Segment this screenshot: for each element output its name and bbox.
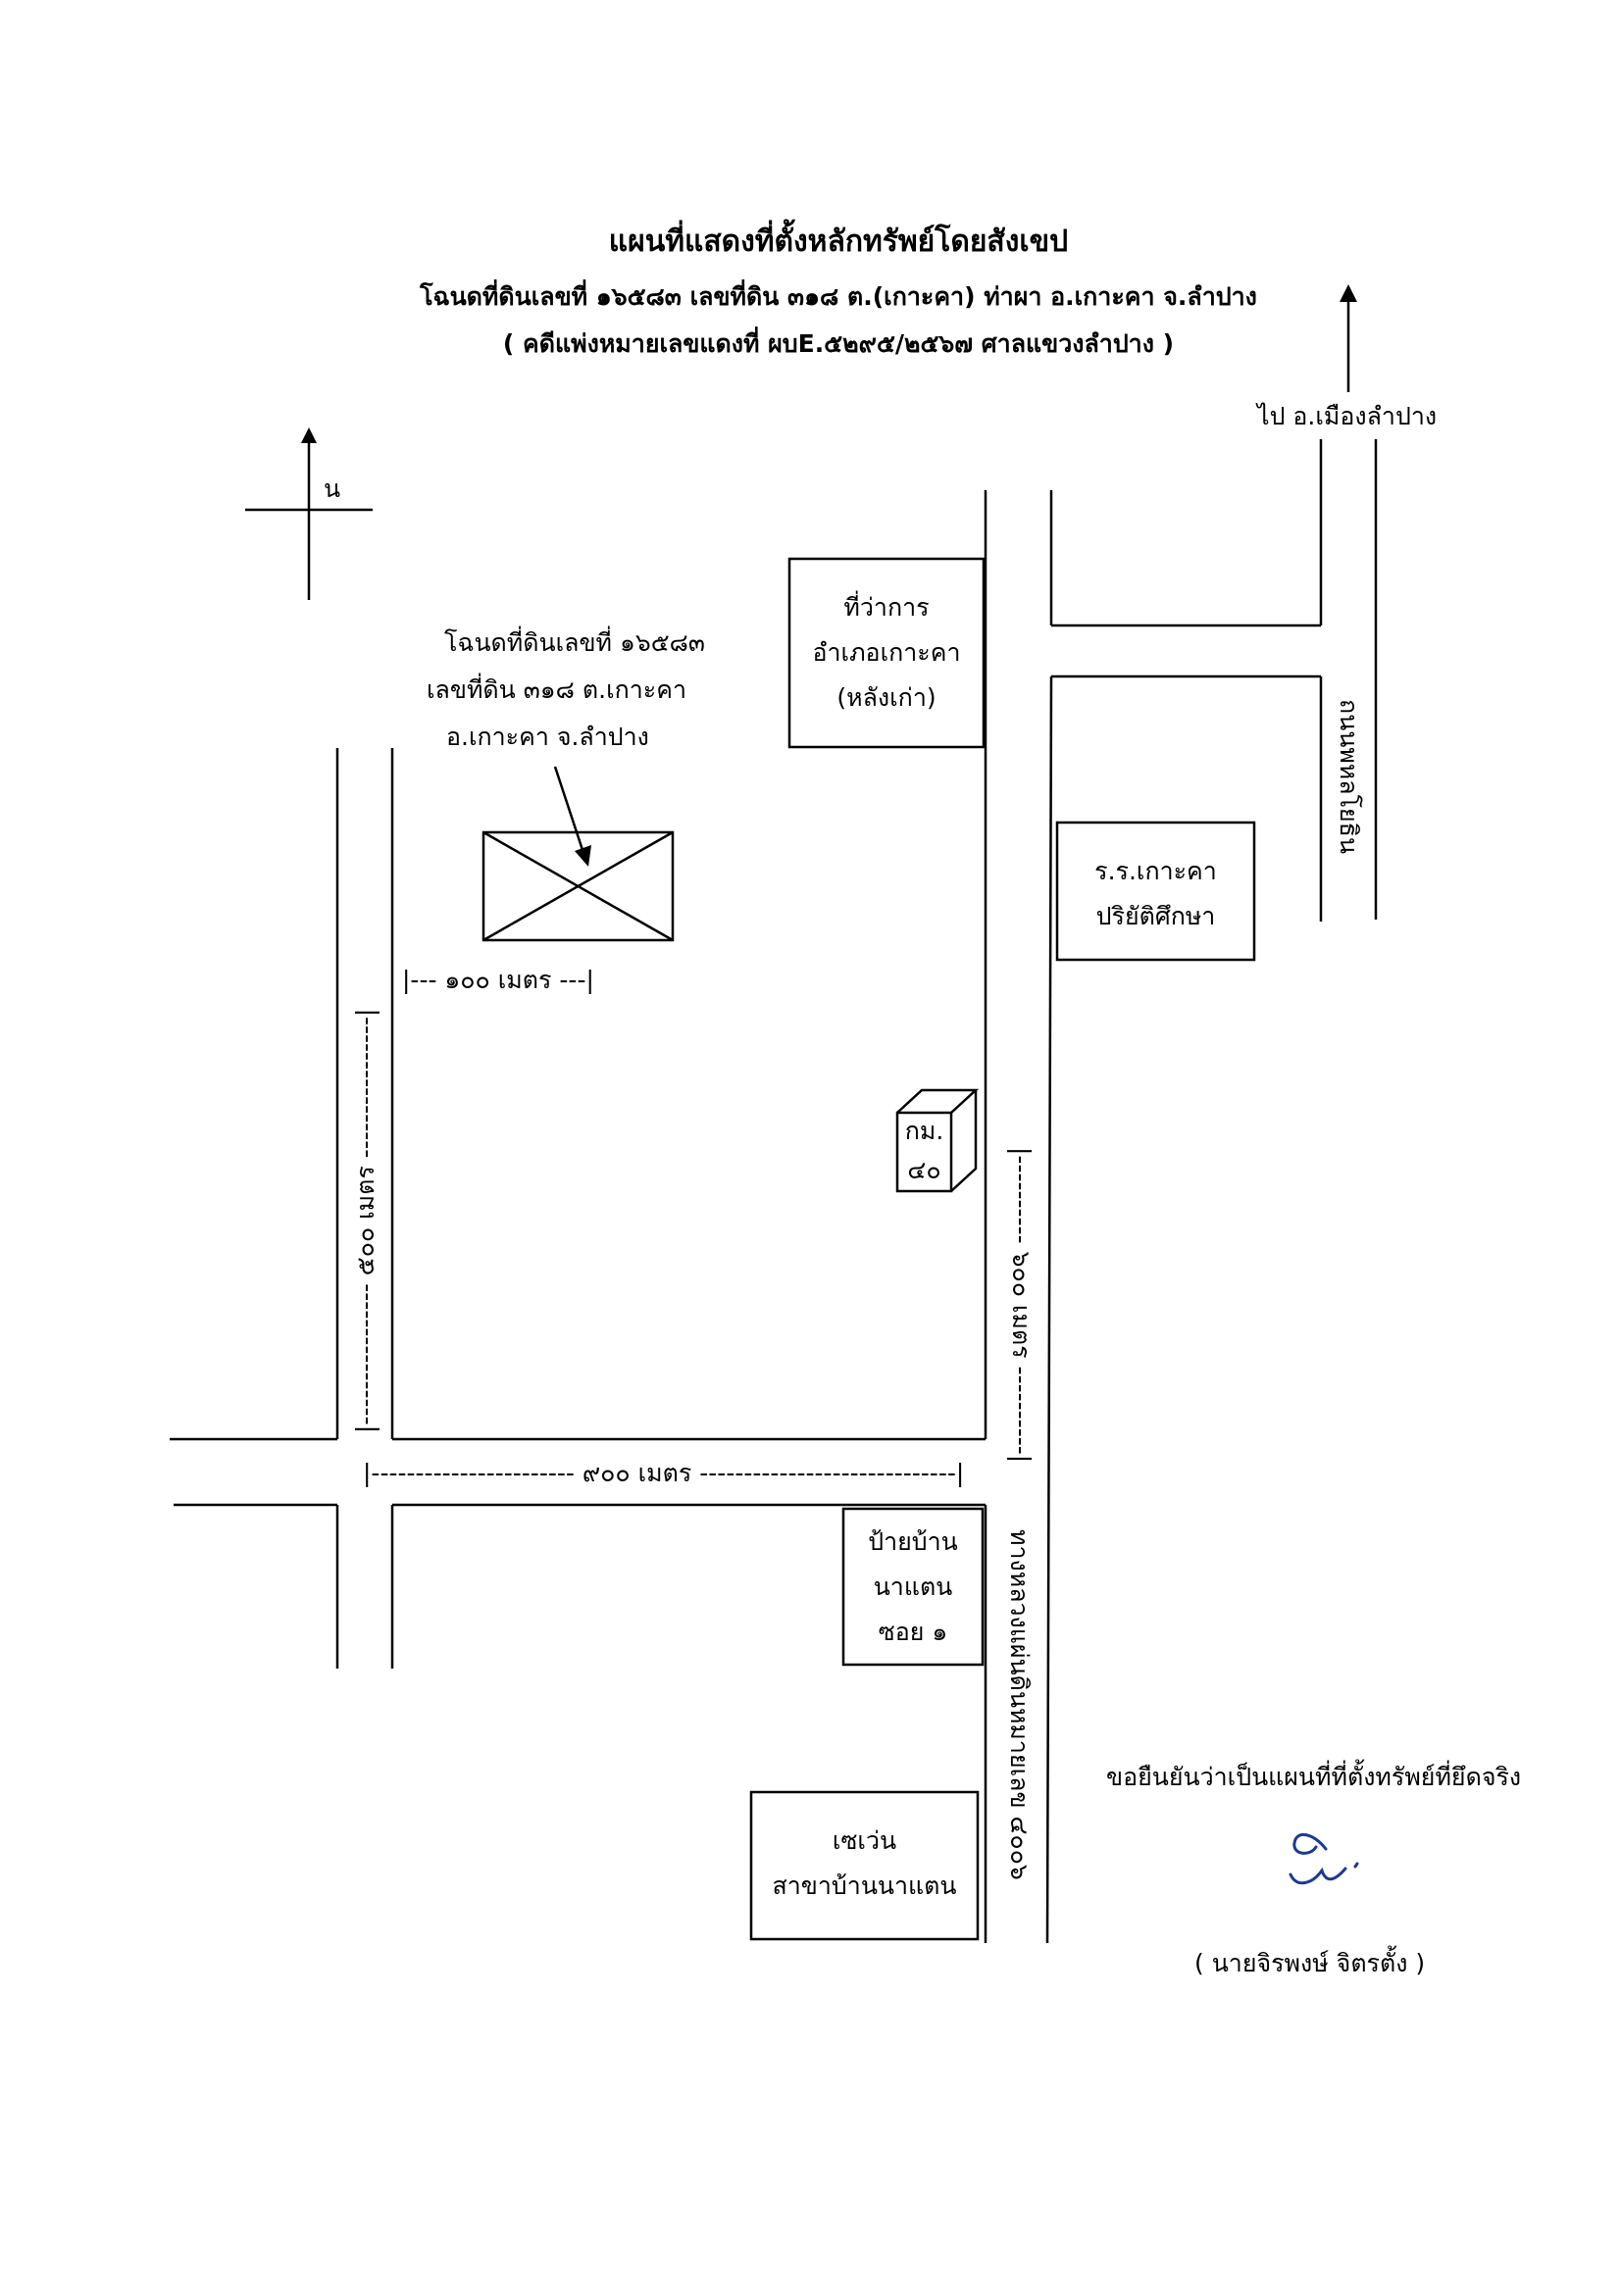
- pointer-arrow-head: [575, 845, 591, 867]
- direction-arrow-head: [1340, 284, 1357, 302]
- village-sign-line2: นาแตน: [873, 1572, 953, 1601]
- pointer-arrow-shaft: [553, 766, 585, 854]
- school-label: ร.ร.เกาะคา ปริยัติศึกษา: [1057, 849, 1254, 939]
- village-sign-box: [841, 1507, 985, 1667]
- school-box: [1055, 821, 1256, 962]
- direction-label: ไป อ.เมืองลำปาง: [1257, 402, 1438, 430]
- km-marker-top: [896, 1088, 980, 1114]
- distance-900m: |----------------------- ๙๐๐ เมตร ------…: [363, 1459, 965, 1487]
- district-office-line1: ที่ว่าการ: [843, 593, 930, 622]
- property-label-line3: อ.เกาะคา จ.ลำปาง: [446, 723, 649, 751]
- signer-name: ( นายจิรพงษ์ จิตรตั้ง ): [1194, 1949, 1426, 1977]
- phahon-road-label: ถนนพหลโยธิน: [1335, 699, 1363, 855]
- district-office-label: ที่ว่าการ อำเภอเกาะคา (หลังเก่า): [789, 585, 984, 721]
- school-line1: ร.ร.เกาะคา: [1094, 857, 1217, 885]
- school-line2: ปริยัติศึกษา: [1095, 902, 1216, 930]
- property-label-line2: เลขที่ดิน ๓๑๘ ต.เกาะคา: [427, 675, 686, 704]
- district-office-box: [787, 557, 986, 749]
- property-parcel: [481, 830, 675, 942]
- compass-arrow-head: [301, 427, 317, 443]
- highway-label: ทางหลวงแผ่นดินหมายเลข ๔๐๐๖: [1005, 1529, 1034, 1880]
- village-sign-label: ป้ายบ้าน นาแตน ซอย ๑: [843, 1520, 983, 1655]
- seven-eleven-line1: เซเว่น: [832, 1826, 897, 1855]
- district-office-line3: (หลังเก่า): [836, 683, 937, 712]
- parcel-diagonal-2: [482, 830, 674, 942]
- km-marker-front: [895, 1111, 953, 1193]
- case-line: ( คดีแพ่งหมายเลขแดงที่ ผบE.๕๒๙๕/๒๕๖๗ ศาล…: [502, 329, 1175, 358]
- seven-eleven-box: [749, 1790, 980, 1941]
- highway-right-edge-lower: [1045, 675, 1053, 1944]
- deed-line: โฉนดที่ดินเลขที่ ๑๖๕๘๓ เลขที่ดิน ๓๑๘ ต.(…: [420, 282, 1257, 311]
- distance-100m: |--- ๑๐๐ เมตร ---|: [402, 966, 594, 994]
- village-sign-line3: ซอย ๑: [878, 1618, 948, 1646]
- km-marker-line2: ๔๐: [907, 1156, 941, 1184]
- map-title: แผนที่แสดงที่ตั้งหลักทรัพย์โดยสังเขป: [608, 225, 1069, 259]
- km-marker-label: กม. ๔๐: [897, 1112, 951, 1190]
- distance-500m: |---------------- ๕๐๐ เมตร -------------…: [351, 1008, 380, 1433]
- km-marker-side: [950, 1090, 978, 1192]
- seven-eleven-label: เซเว่น สาขาบ้านนาแตน: [751, 1819, 978, 1909]
- seven-eleven-line2: สาขาบ้านนาแตน: [772, 1872, 957, 1900]
- property-label-line1: โฉนดที่ดินเลขที่ ๑๖๕๘๓: [444, 628, 706, 657]
- signature: [1289, 1833, 1359, 1885]
- km-marker-line1: กม.: [904, 1117, 944, 1145]
- distance-600m: |---------- ๖๐๐ เมตร ----------|: [1007, 1147, 1036, 1464]
- certification-statement: ขอยืนยันว่าเป็นแผนที่ที่ตั้งทรัพย์ที่ยึด…: [1106, 1763, 1522, 1791]
- village-sign-line1: ป้ายบ้าน: [868, 1527, 958, 1556]
- compass-north-label: น: [324, 474, 341, 503]
- district-office-line2: อำเภอเกาะคา: [812, 638, 961, 667]
